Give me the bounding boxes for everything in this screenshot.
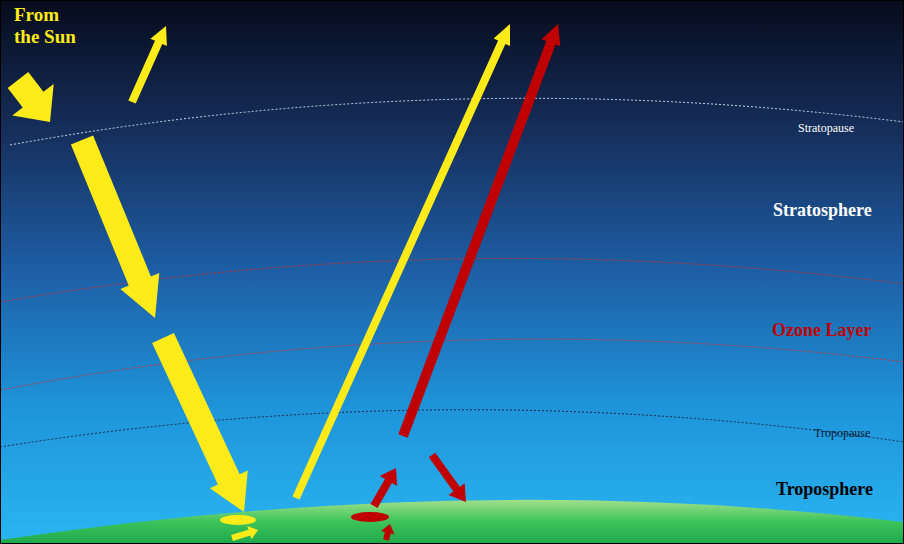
reflected-sunlight-arrow <box>128 26 167 104</box>
warmed-ground-spot <box>351 512 389 522</box>
layer-boundary-label: Stratopause <box>798 122 854 136</box>
layer-label: Stratosphere <box>773 200 872 221</box>
ozone-lower-line <box>0 339 904 390</box>
layer-label: Ozone Layer <box>772 320 871 341</box>
returned-heat-arrow <box>429 453 466 502</box>
emitted-heat-arrow <box>371 468 398 508</box>
sunlight-arrow <box>71 135 159 318</box>
ground-heat-arrow <box>381 524 395 541</box>
layer-label: Troposphere <box>776 479 873 500</box>
absorbed-light-spot <box>220 515 256 525</box>
earth-surface <box>0 500 904 544</box>
incoming-sunlight-arrow <box>8 72 54 122</box>
tropopause-line <box>0 410 904 447</box>
sunlight-arrow <box>152 333 248 512</box>
layer-boundary-label: Tropopause <box>814 427 870 441</box>
absorbed-sunlight-arrow <box>231 526 258 541</box>
sun-label: From the Sun <box>14 4 84 48</box>
escaping-heat-arrow <box>398 24 560 438</box>
